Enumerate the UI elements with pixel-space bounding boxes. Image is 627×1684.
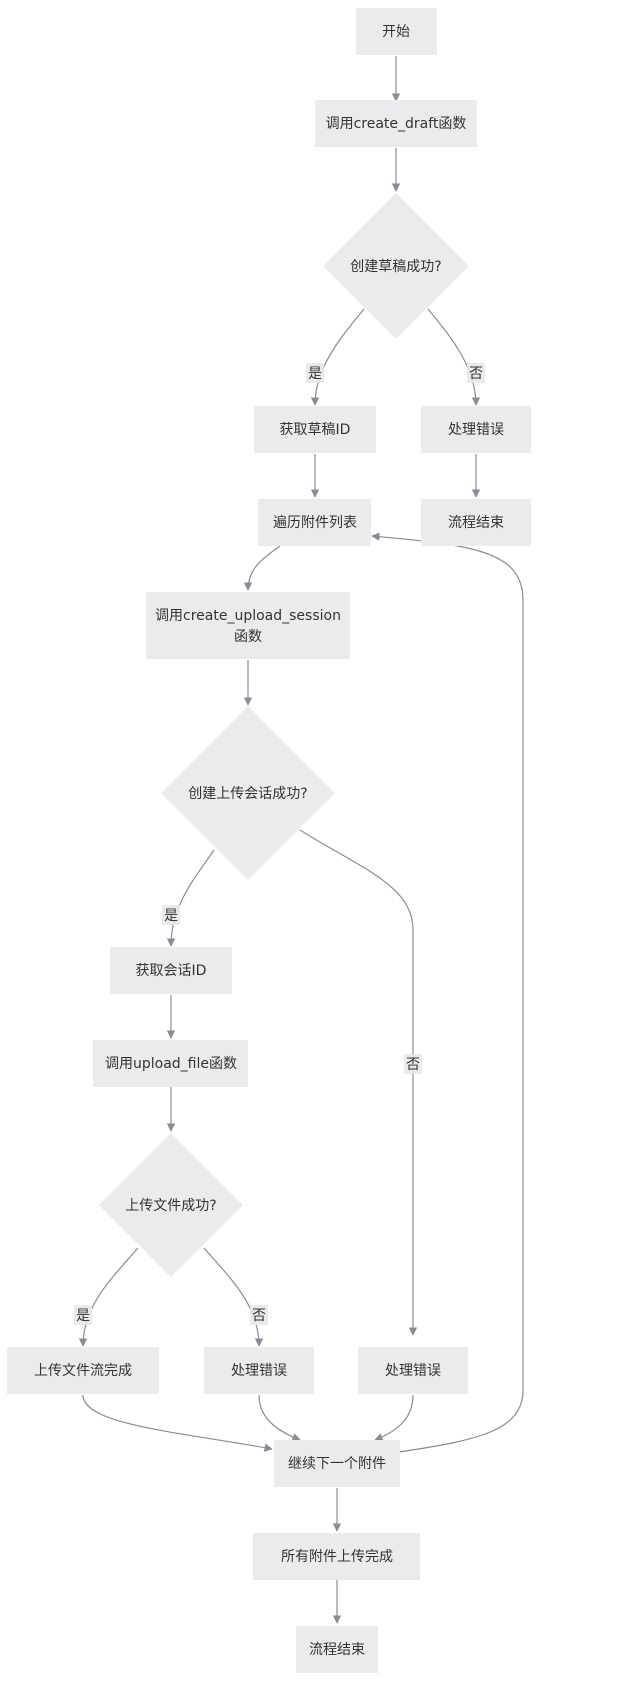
svg-text:是: 是 xyxy=(164,908,178,924)
edge-label-draft-yes: 是 xyxy=(306,363,324,383)
edge-label-upload-no: 否 xyxy=(250,1305,268,1325)
edge-label-session-no: 否 xyxy=(404,1054,422,1074)
edge-draft-decision-no xyxy=(427,308,481,406)
svg-text:创建上传会话成功?: 创建上传会话成功? xyxy=(188,786,307,802)
node-get-draft-id: 获取草稿ID xyxy=(254,406,376,453)
node-iterate-attachments: 遍历附件列表 xyxy=(258,499,371,546)
edge-upload-decision-yes xyxy=(78,1247,139,1347)
node-handle-error-3: 处理错误 xyxy=(358,1347,468,1394)
svg-text:是: 是 xyxy=(76,1308,90,1324)
edge-labels: 是 否 是 否 是 否 xyxy=(74,363,485,1325)
svg-text:所有附件上传完成: 所有附件上传完成 xyxy=(281,1549,393,1565)
svg-text:遍历附件列表: 遍历附件列表 xyxy=(273,515,357,531)
svg-text:流程结束: 流程结束 xyxy=(309,1642,365,1658)
svg-text:创建草稿成功?: 创建草稿成功? xyxy=(350,259,441,275)
node-end-2: 流程结束 xyxy=(296,1626,378,1673)
node-handle-error-1: 处理错误 xyxy=(421,406,531,453)
edge-session-decision-yes xyxy=(166,849,215,947)
edge-label-draft-no: 否 xyxy=(467,363,485,383)
node-continue-next: 继续下一个附件 xyxy=(274,1440,400,1487)
svg-text:调用upload_file函数: 调用upload_file函数 xyxy=(105,1056,237,1072)
svg-text:处理错误: 处理错误 xyxy=(448,422,504,438)
svg-text:上传文件流完成: 上传文件流完成 xyxy=(34,1363,132,1379)
svg-text:开始: 开始 xyxy=(382,24,410,40)
edge-error2-to-continue xyxy=(258,1394,301,1442)
node-all-uploaded: 所有附件上传完成 xyxy=(253,1533,420,1580)
node-call-create-upload-session: 调用create_upload_session 函数 xyxy=(146,592,350,659)
edge-upload-decision-no xyxy=(203,1247,264,1347)
svg-text:上传文件成功?: 上传文件成功? xyxy=(125,1198,216,1214)
svg-text:处理错误: 处理错误 xyxy=(231,1363,287,1379)
svg-text:否: 否 xyxy=(252,1308,266,1324)
node-call-create-draft: 调用create_draft函数 xyxy=(315,100,477,147)
node-upload-file-success-decision: 上传文件成功? xyxy=(99,1133,243,1277)
node-draft-success-decision: 创建草稿成功? xyxy=(323,193,469,339)
svg-text:是: 是 xyxy=(308,366,322,382)
edge-draft-decision-yes xyxy=(310,308,365,406)
edge-session-decision-no xyxy=(299,829,418,1336)
node-start: 开始 xyxy=(356,8,437,55)
node-end-1: 流程结束 xyxy=(421,499,531,546)
svg-text:否: 否 xyxy=(406,1057,420,1073)
edge-error3-to-continue xyxy=(374,1394,414,1442)
node-upload-stream-done: 上传文件流完成 xyxy=(7,1347,159,1394)
svg-text:调用create_upload_session: 调用create_upload_session xyxy=(155,608,341,624)
node-call-upload-file: 调用upload_file函数 xyxy=(93,1040,248,1087)
svg-text:流程结束: 流程结束 xyxy=(448,515,504,531)
nodes: 开始 调用create_draft函数 创建草稿成功? 获取草稿ID 处理错误 … xyxy=(7,8,531,1673)
edge-continue-loop-to-iterate xyxy=(371,532,524,1453)
svg-text:获取草稿ID: 获取草稿ID xyxy=(280,422,351,438)
node-get-session-id: 获取会话ID xyxy=(110,947,232,994)
edge-iterate-to-create-session xyxy=(243,545,281,591)
node-handle-error-2: 处理错误 xyxy=(204,1347,314,1394)
svg-text:处理错误: 处理错误 xyxy=(385,1363,441,1379)
svg-text:继续下一个附件: 继续下一个附件 xyxy=(288,1455,386,1472)
edge-label-upload-yes: 是 xyxy=(74,1305,92,1325)
svg-text:调用create_draft函数: 调用create_draft函数 xyxy=(326,116,467,132)
edge-label-session-yes: 是 xyxy=(162,905,180,925)
node-upload-session-success-decision: 创建上传会话成功? xyxy=(161,706,335,880)
edge-stream-done-to-continue xyxy=(82,1394,273,1452)
svg-text:函数: 函数 xyxy=(234,629,262,645)
svg-text:获取会话ID: 获取会话ID xyxy=(136,963,207,979)
svg-text:否: 否 xyxy=(469,366,483,382)
